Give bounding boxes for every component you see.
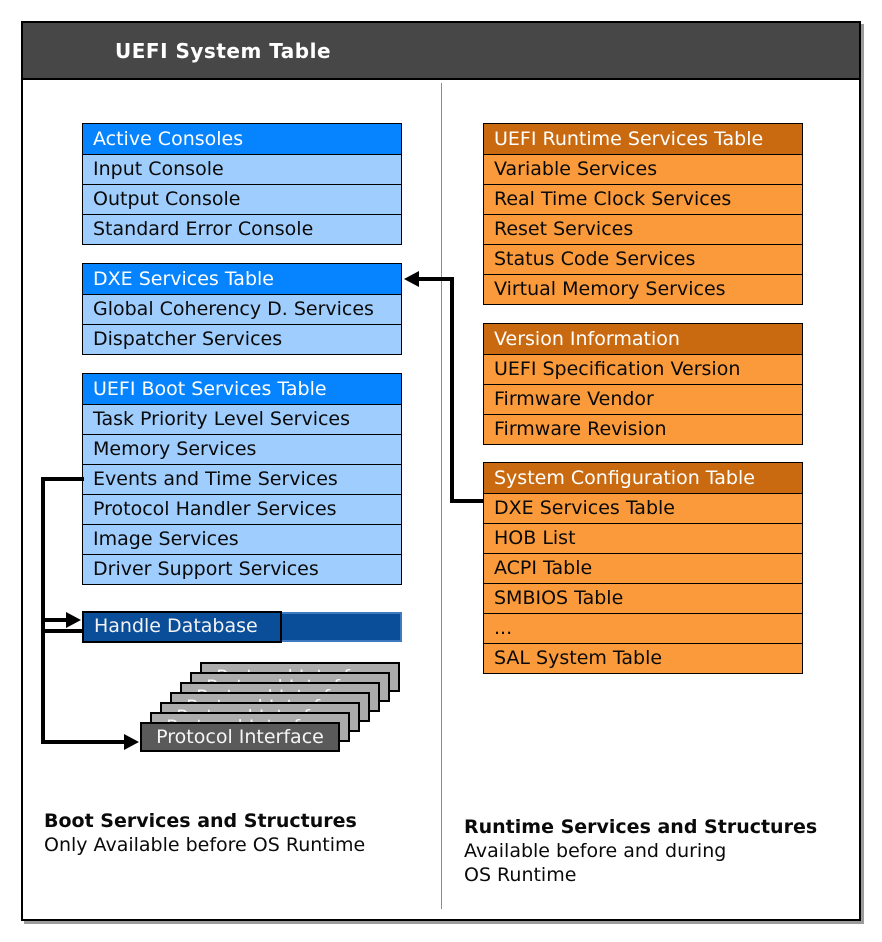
table-row: Standard Error Console: [83, 214, 401, 244]
connector-protocol-horizontal: [41, 740, 126, 744]
table-row: Task Priority Level Services: [83, 404, 401, 434]
arrowhead-into-protocol-interface: [124, 734, 139, 750]
connector-handle-db-in: [41, 618, 71, 622]
connector-events-branch: [41, 477, 84, 481]
connector-left-vertical: [41, 477, 45, 744]
diagram-title: UEFI System Table: [23, 23, 859, 80]
table-row: Firmware Vendor: [484, 384, 802, 414]
runtime-caption-subtitle-2: OS Runtime: [464, 864, 577, 886]
table-row: ACPI Table: [484, 553, 802, 583]
table-row: SAL System Table: [484, 643, 802, 673]
table-header-active-consoles: Active Consoles: [83, 124, 401, 154]
table-row: Status Code Services: [484, 244, 802, 274]
table-header-uefi-runtime-services-table: UEFI Runtime Services Table: [484, 124, 802, 154]
runtime-caption-subtitle-1: Available before and during: [464, 840, 727, 862]
table-header-version-information: Version Information: [484, 324, 802, 354]
handle-database-label-box: Handle Database: [82, 611, 282, 643]
table-row: Memory Services: [83, 434, 401, 464]
table-row: Image Services: [83, 524, 401, 554]
boot-caption-title: Boot Services and Structures: [44, 810, 357, 832]
table-row: Protocol Handler Services: [83, 494, 401, 524]
boot-caption-subtitle: Only Available before OS Runtime: [44, 834, 366, 856]
table-header-uefi-boot-services-table: UEFI Boot Services Table: [83, 374, 401, 404]
table-row: Dispatcher Services: [83, 324, 401, 354]
table-row: Firmware Revision: [484, 414, 802, 444]
table-row: Input Console: [83, 154, 401, 184]
table-row: Virtual Memory Services: [484, 274, 802, 304]
connector-handle-db-out: [41, 629, 84, 633]
table-row: SMBIOS Table: [484, 583, 802, 613]
table-row: Reset Services: [484, 214, 802, 244]
table-row: HOB List: [484, 523, 802, 553]
table-row: Driver Support Services: [83, 554, 401, 584]
connector-dxe-horizontal-bottom: [450, 499, 483, 503]
table-row: DXE Services Table: [484, 493, 802, 523]
arrowhead-into-dxe-table: [404, 271, 419, 287]
connector-dxe-vertical: [450, 277, 454, 503]
column-divider-line: [441, 83, 442, 909]
table-row: Real Time Clock Services: [484, 184, 802, 214]
connector-dxe-horizontal-top: [415, 277, 454, 281]
table-header-dxe-services-table: DXE Services Table: [83, 264, 401, 294]
table-row: UEFI Specification Version: [484, 354, 802, 384]
table-header-system-configuration-table: System Configuration Table: [484, 463, 802, 493]
boot-services-caption: Boot Services and Structures Only Availa…: [44, 809, 365, 857]
table-row: Output Console: [83, 184, 401, 214]
runtime-services-caption: Runtime Services and Structures Availabl…: [464, 815, 817, 887]
table-row: ...: [484, 613, 802, 643]
protocol-interface-front-box: Protocol Interface: [140, 722, 340, 752]
table-row: Global Coherency D. Services: [83, 294, 401, 324]
arrowhead-into-handle-database: [66, 612, 81, 628]
table-row: Variable Services: [484, 154, 802, 184]
table-row: Events and Time Services: [83, 464, 401, 494]
runtime-caption-title: Runtime Services and Structures: [464, 816, 818, 838]
